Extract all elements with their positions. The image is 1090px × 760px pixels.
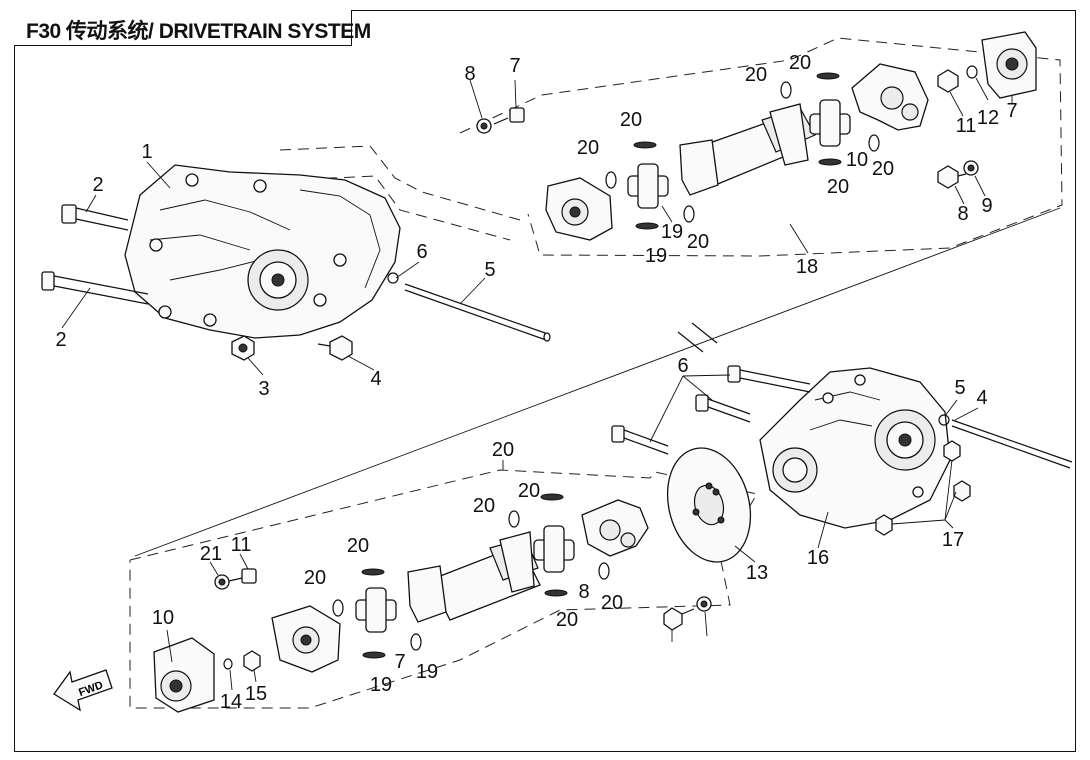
rear-long-bolt-18b [695, 394, 751, 423]
part-callout-7: 7 [394, 651, 405, 673]
front-nut-8-left [476, 118, 492, 134]
part-callout-3: 3 [258, 378, 269, 400]
part-callout-6: 6 [677, 355, 688, 377]
rear-flange-21 [153, 637, 215, 713]
part-callout-20: 20 [577, 137, 599, 159]
front-nut-8-right [963, 160, 979, 176]
rear-nuts-4 [875, 440, 971, 536]
nut-4-front [231, 335, 255, 361]
front-bolt-2-top [61, 204, 129, 231]
rear-flange-yoke [271, 605, 341, 673]
axle-shaft-5-front [404, 283, 551, 342]
part-callout-19: 19 [645, 245, 667, 267]
part-callout-8: 8 [464, 63, 475, 85]
front-flange-12 [981, 31, 1037, 99]
part-callout-5: 5 [484, 259, 495, 281]
part-callout-8: 8 [957, 203, 968, 225]
rear-nut-8 [214, 574, 230, 590]
front-shaft-assembly-outline [459, 37, 1063, 257]
part-callout-10: 10 [846, 149, 868, 171]
part-callout-11: 11 [231, 534, 252, 556]
part-callout-20: 20 [601, 592, 623, 614]
part-callout-19: 19 [661, 221, 683, 243]
part-callout-18: 18 [796, 256, 818, 278]
part-callout-20: 20 [304, 567, 326, 589]
rear-spider-1 [508, 493, 610, 597]
part-callout-20: 20 [473, 495, 495, 517]
part-callout-20: 20 [347, 535, 369, 557]
ring-gasket-16 [666, 447, 752, 563]
part-callout-7: 7 [509, 55, 520, 77]
rear-hex-bolt-10 [243, 650, 261, 672]
front-washer-11 [966, 65, 978, 79]
part-callout-4: 4 [976, 387, 987, 409]
break-marks [134, 207, 1061, 557]
front-differential-housing [124, 164, 401, 339]
part-callout-2: 2 [92, 174, 103, 196]
rear-bolt-14 [663, 607, 695, 631]
rear-bolt-7 [228, 568, 257, 584]
part-callout-10: 10 [152, 607, 174, 629]
rear-shaft-assembly-outline [129, 469, 758, 709]
rear-spider-2 [332, 568, 422, 659]
front-flange-yoke [545, 177, 613, 241]
part-callout-16: 16 [807, 547, 829, 569]
rear-washer-11 [223, 658, 233, 670]
bolt-2-bottom [317, 335, 353, 361]
part-callout-14: 14 [220, 691, 242, 713]
front-bolt-7-right [937, 165, 967, 189]
rear-long-bolt-18a [727, 365, 811, 393]
leader-lines [61, 77, 1013, 691]
diagram-title: F30 传动系统/ DRIVETRAIN SYSTEM [26, 20, 371, 43]
part-callout-4: 4 [370, 368, 381, 390]
part-callout-8: 8 [578, 581, 589, 603]
part-callout-20: 20 [620, 109, 642, 131]
part-callout-15: 15 [245, 683, 267, 705]
front-yoke-housing [851, 63, 929, 131]
part-callout-6: 6 [416, 241, 427, 263]
rear-differential-housing [759, 367, 951, 529]
part-callout-19: 19 [370, 674, 392, 696]
part-callout-9: 9 [981, 195, 992, 217]
front-bolt-7-left [493, 107, 525, 125]
front-drive-shaft-tube [679, 103, 816, 196]
part-callout-20: 20 [827, 176, 849, 198]
rear-yoke-housing [581, 499, 649, 557]
part-callout-20: 20 [745, 64, 767, 86]
part-callout-5: 5 [954, 377, 965, 399]
part-callout-20: 20 [872, 158, 894, 180]
part-callout-13: 13 [746, 562, 768, 584]
diagram-frame [14, 10, 1076, 752]
part-callout-2: 2 [55, 329, 66, 351]
part-callout-20: 20 [687, 231, 709, 253]
rear-drive-shaft-tube [407, 531, 541, 623]
long-bolt-3 [41, 271, 149, 305]
rear-long-bolt-18c [611, 425, 669, 455]
clip-6-front [387, 272, 399, 284]
rear-axle-shaft-5 [951, 419, 1073, 469]
part-callout-20: 20 [789, 52, 811, 74]
rear-clip-6 [938, 414, 950, 426]
part-callout-20: 20 [492, 439, 514, 461]
rear-washer-15 [696, 596, 712, 612]
part-callout-21: 21 [200, 543, 222, 565]
title-box [14, 10, 352, 46]
part-callout-20: 20 [556, 609, 578, 631]
part-callout-17: 17 [942, 529, 964, 551]
front-spider-2 [780, 72, 880, 166]
part-callout-12: 12 [977, 107, 999, 129]
part-callout-11: 11 [956, 115, 977, 137]
front-hex-bolt-10 [937, 69, 959, 93]
part-callout-20: 20 [518, 480, 540, 502]
front-spider-1 [605, 141, 695, 230]
part-callout-19: 19 [416, 661, 438, 683]
part-callout-1: 1 [141, 141, 152, 163]
part-callout-7: 7 [1006, 100, 1017, 122]
fwd-arrow-icon: FWD [53, 669, 113, 712]
